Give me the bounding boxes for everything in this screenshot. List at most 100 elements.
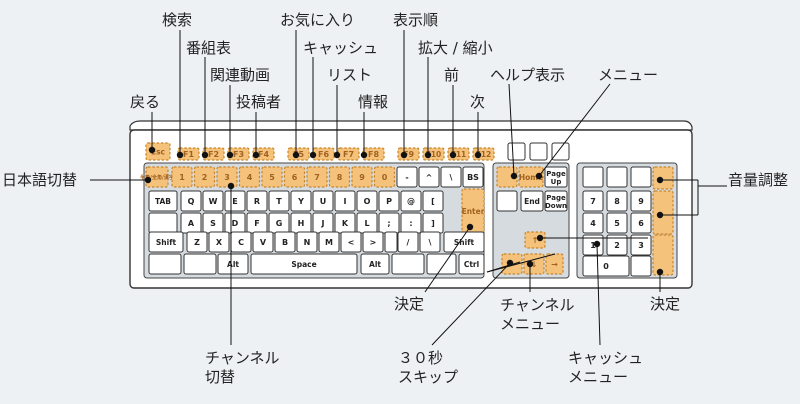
key-f7-label: F7 xyxy=(343,150,354,159)
key-x-label: X xyxy=(216,238,223,247)
key-s-label: S xyxy=(210,219,216,228)
leader-dot-18 xyxy=(466,223,474,231)
key-c-label: C xyxy=(238,238,244,247)
key-p2 xyxy=(606,234,628,256)
key-down xyxy=(523,253,545,275)
key-a-label: A xyxy=(188,219,195,228)
key-p3 xyxy=(630,234,652,256)
leader-dot-22 xyxy=(506,259,514,267)
key-i xyxy=(334,190,356,212)
label-channel-switch: チャンネル 切替 xyxy=(205,349,280,386)
key-blank-97 xyxy=(652,190,674,235)
key-d-label: D xyxy=(232,219,239,228)
key-z xyxy=(186,231,208,253)
label-display-order: 表示順 xyxy=(393,11,439,29)
key-f12-label: F12 xyxy=(476,150,492,159)
key-esc-label: Esc xyxy=(151,148,165,157)
key-bracket_l-label: [ xyxy=(431,197,435,206)
key-k-label: K xyxy=(342,219,349,228)
key-blank-77 xyxy=(391,253,425,275)
key-j-label: J xyxy=(321,219,325,228)
key-p3-label: 3 xyxy=(638,241,644,250)
key-space xyxy=(250,253,358,275)
key-n-label: N xyxy=(304,238,311,247)
key-blank-78 xyxy=(426,253,457,275)
key-n xyxy=(296,231,318,253)
key-t-label: T xyxy=(276,197,282,206)
key-blank-73 xyxy=(183,253,217,275)
leader-dot-24 xyxy=(536,234,544,242)
key-end-label: End xyxy=(524,197,540,206)
key-lt xyxy=(340,231,362,253)
label-back: 戻る xyxy=(130,93,161,111)
key-down-label: ↓ xyxy=(531,260,538,269)
key-i-label: I xyxy=(344,197,347,206)
label-program-guide: 番組表 xyxy=(186,39,232,57)
key-blank-83 xyxy=(496,190,518,212)
key-blank-13 xyxy=(507,142,526,161)
key-enter xyxy=(461,188,485,234)
key-enter-label: Enter xyxy=(462,207,485,216)
key-p6-label: 6 xyxy=(638,219,644,228)
key-p xyxy=(378,190,400,212)
keyboard-top-edge xyxy=(129,120,693,131)
key-p6 xyxy=(630,212,652,234)
leader-dot-6 xyxy=(333,151,341,159)
key-bracket_r-label: ] xyxy=(431,219,435,228)
key-f3-label: F3 xyxy=(233,150,244,159)
leader-dot-7 xyxy=(360,151,368,159)
key-n7-label: 7 xyxy=(314,173,320,182)
key-blank-90 xyxy=(582,166,604,188)
key-r-label: R xyxy=(254,197,260,206)
key-f2 xyxy=(202,147,225,161)
key-u xyxy=(312,190,334,212)
key-tab-label: TAB xyxy=(155,197,171,206)
key-n6-label: 6 xyxy=(292,173,298,182)
key-b xyxy=(274,231,296,253)
key-n6 xyxy=(283,166,306,188)
key-p7-label: 7 xyxy=(590,197,596,206)
key-right-label: → xyxy=(551,260,558,269)
key-bs-label: BS xyxy=(467,173,479,182)
key-w-label: W xyxy=(209,197,218,206)
key-hankaku xyxy=(145,166,169,188)
key-n9-label: 9 xyxy=(359,173,365,182)
label-cache-menu: キャッシュ メニュー xyxy=(568,349,644,386)
label-japanese-switch: 日本語切替 xyxy=(2,171,78,189)
key-bracket_l xyxy=(422,190,444,212)
key-f8 xyxy=(362,147,385,161)
leader-dot-12 xyxy=(148,146,156,154)
key-at-label: @ xyxy=(407,197,415,206)
key-f1 xyxy=(177,147,200,161)
key-home xyxy=(518,166,544,188)
label-numpad-decide: 決定 xyxy=(650,295,681,313)
key-f4-label: F4 xyxy=(258,150,269,159)
key-end xyxy=(520,190,544,212)
key-shift_l-label: Shift xyxy=(156,238,177,247)
key-w xyxy=(202,190,224,212)
key-space-label: Space xyxy=(291,260,316,269)
label-list: リスト xyxy=(327,66,373,84)
key-n2 xyxy=(193,166,216,188)
leader-dot-0 xyxy=(176,151,184,159)
leader-dot-16 xyxy=(656,176,664,184)
key-u-label: U xyxy=(320,197,327,206)
key-ctrl-label: Ctrl xyxy=(464,260,479,269)
key-minus-label: - xyxy=(405,173,408,182)
leader-dot-4 xyxy=(292,151,300,159)
key-x xyxy=(208,231,230,253)
key-m-label: M xyxy=(325,238,333,247)
key-p9-label: 9 xyxy=(638,197,644,206)
label-contributor: 投稿者 xyxy=(236,93,282,111)
key-at xyxy=(400,190,422,212)
leader-dot-23 xyxy=(593,240,601,248)
key-n4 xyxy=(238,166,261,188)
key-blank-92 xyxy=(630,166,652,188)
label-next: 次 xyxy=(470,93,486,111)
leader-dot-17 xyxy=(656,211,664,219)
key-up-label: ↑ xyxy=(532,236,539,245)
leader-dot-10 xyxy=(449,151,457,159)
leader-dot-11 xyxy=(474,151,482,159)
